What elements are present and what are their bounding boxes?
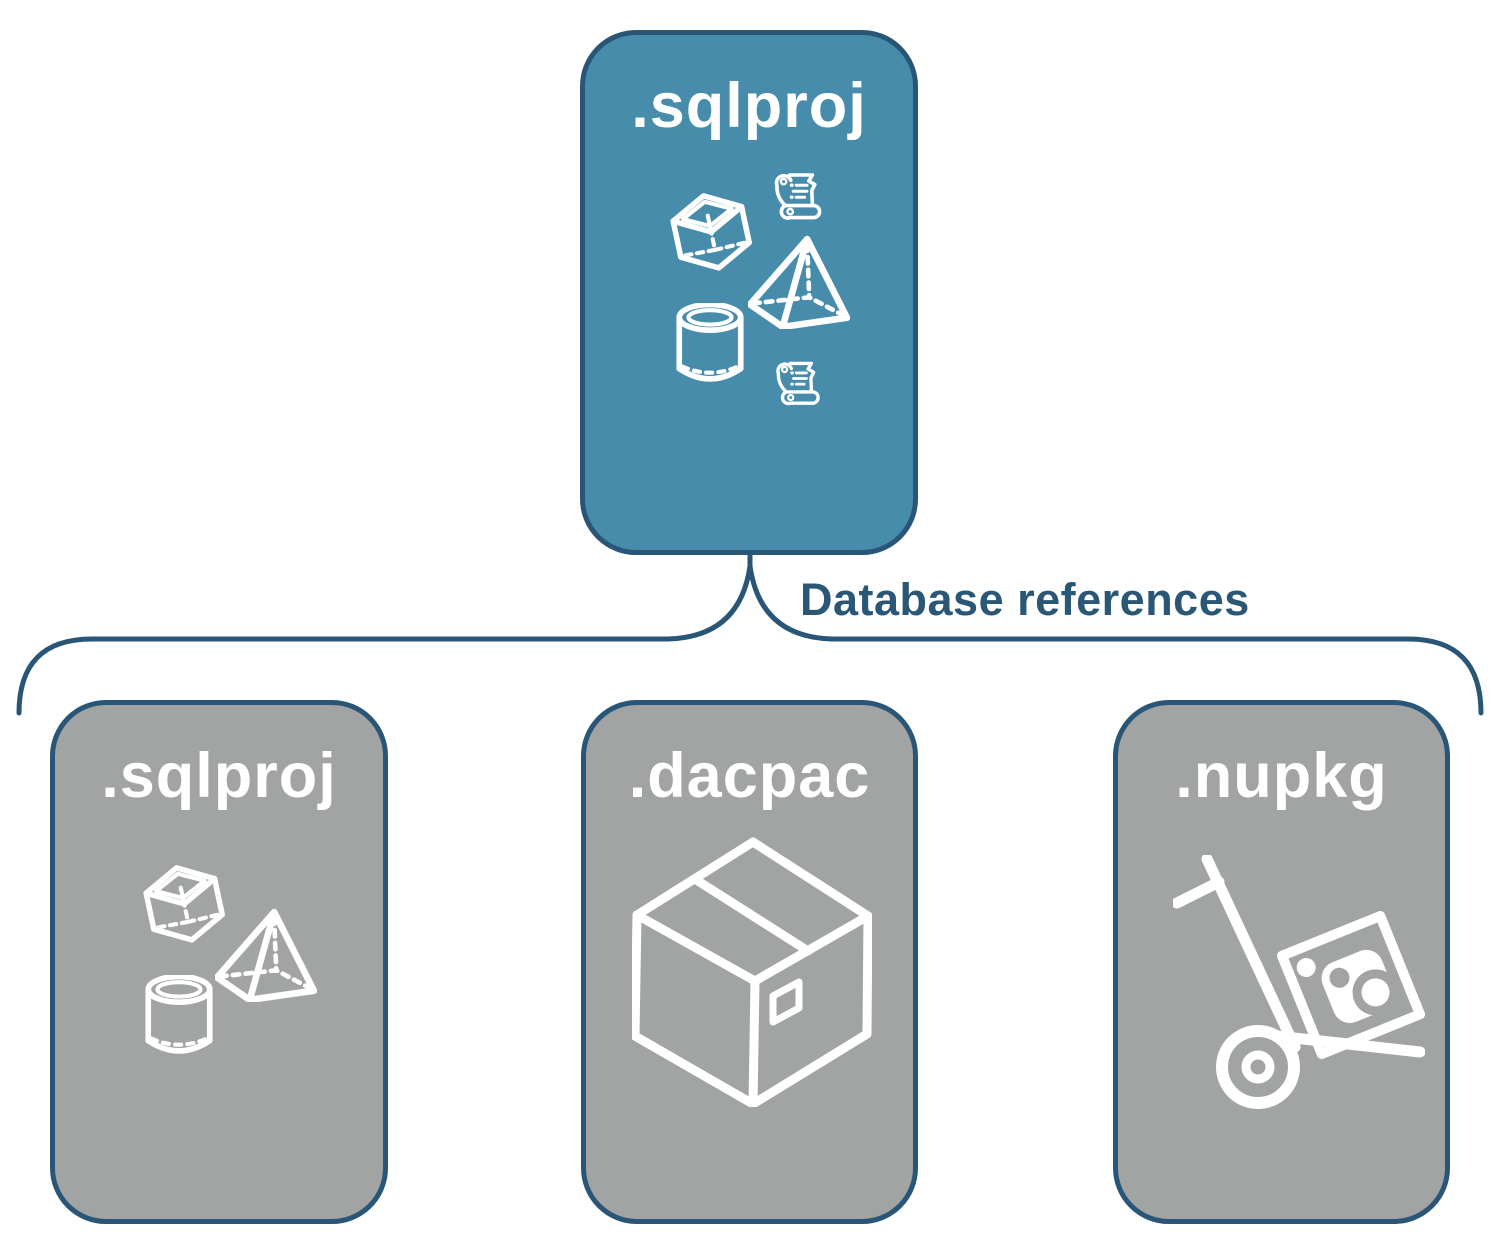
brace-connector [16,553,1484,716]
node-child-nupkg: .nupkg [1113,700,1450,1224]
edge-label: Database references [800,574,1250,625]
hand-truck-icon [1173,855,1425,1113]
pyramid-icon [748,235,850,329]
pyramid-icon [215,908,317,1002]
node-root-sqlproj: .sqlproj [580,30,918,555]
scroll-icon [768,166,828,226]
node-child-sqlproj-title: .sqlproj [101,741,337,811]
cylinder-icon [145,975,213,1057]
node-child-sqlproj: .sqlproj [50,700,388,1224]
cylinder-icon [676,303,744,385]
node-child-dacpac: .dacpac [581,700,918,1224]
node-child-nupkg-title: .nupkg [1175,741,1388,811]
package-box-icon [632,835,872,1107]
node-root-title: .sqlproj [631,71,867,141]
scroll-icon [770,355,826,411]
cube-icon [665,185,757,277]
node-child-dacpac-title: .dacpac [628,741,871,811]
